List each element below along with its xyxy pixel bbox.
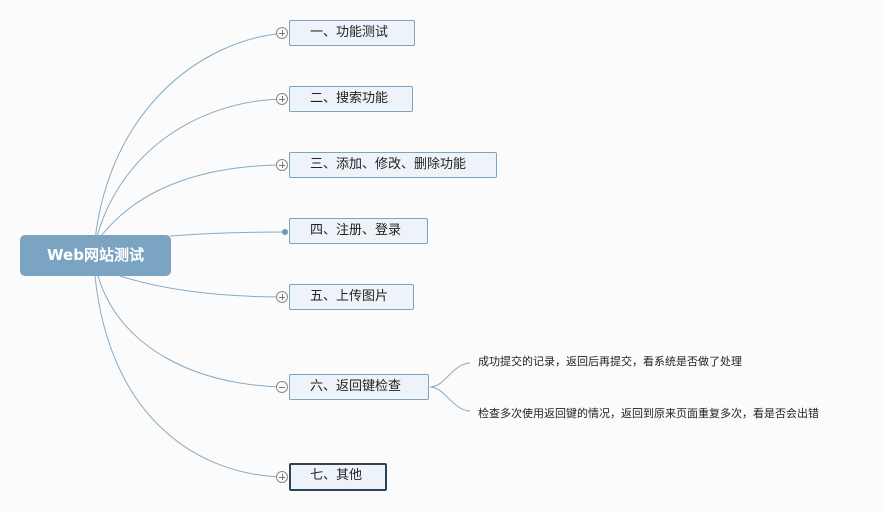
connector-5 <box>119 275 286 298</box>
connector-4 <box>169 231 286 237</box>
branch-node-functional-test[interactable]: 一、功能测试 <box>289 20 415 46</box>
root-node[interactable]: Web网站测试 <box>20 235 171 276</box>
connector-3 <box>97 164 286 241</box>
branch-node-upload-image[interactable]: 五、上传图片 <box>289 284 414 310</box>
expand-icon[interactable] <box>276 27 288 39</box>
expand-icon[interactable] <box>276 159 288 171</box>
connector-6-1 <box>429 362 471 388</box>
expand-icon[interactable] <box>276 93 288 105</box>
expand-icon[interactable] <box>276 471 288 483</box>
connector-2 <box>95 98 286 241</box>
connector-6-2 <box>429 386 471 412</box>
connector-6 <box>97 275 286 388</box>
collapse-icon[interactable] <box>276 381 288 393</box>
connector-7 <box>94 275 286 478</box>
sub-topic-note[interactable]: 检查多次使用返回键的情况，返回到原来页面重复多次，看是否会出错 <box>478 407 819 420</box>
branch-node-search[interactable]: 二、搜索功能 <box>289 86 413 112</box>
branch-node-back-key-check[interactable]: 六、返回键检查 <box>289 374 429 400</box>
branch-node-other[interactable]: 七、其他 <box>289 463 387 491</box>
branch-node-register-login[interactable]: 四、注册、登录 <box>289 218 428 244</box>
connector-1 <box>94 32 286 241</box>
sub-topic-note[interactable]: 成功提交的记录，返回后再提交，看系统是否做了处理 <box>478 355 742 368</box>
expand-icon[interactable] <box>276 291 288 303</box>
connector-dot-icon <box>282 229 288 235</box>
branch-node-add-edit-delete[interactable]: 三、添加、修改、删除功能 <box>289 152 497 178</box>
